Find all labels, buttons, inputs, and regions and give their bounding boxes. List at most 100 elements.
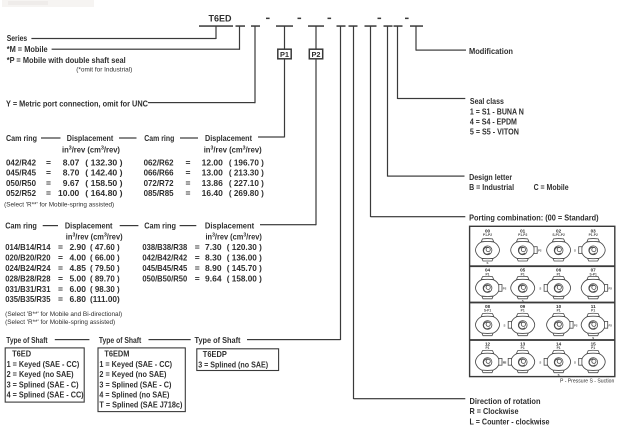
svg-text:S: S: [558, 373, 560, 377]
svg-text:=: =: [46, 188, 51, 198]
svg-text:11: 11: [591, 304, 596, 309]
svg-text:6.00: 6.00: [69, 284, 86, 294]
svg-text:3 = Splined (no SAE): 3 = Splined (no SAE): [198, 360, 268, 370]
svg-text:( 196.70 ): ( 196.70 ): [229, 157, 264, 167]
svg-text:085/R85: 085/R85: [144, 188, 174, 198]
svg-text:S: S: [503, 360, 505, 364]
svg-text:03: 03: [591, 228, 597, 233]
svg-text:(111.00): (111.00): [90, 294, 120, 304]
svg-text:10: 10: [556, 304, 562, 309]
svg-text:4 = Splined (SAE - CC): 4 = Splined (SAE - CC): [7, 390, 84, 400]
svg-text:4.00: 4.00: [69, 253, 86, 263]
svg-text:( 227.10 ): ( 227.10 ): [229, 178, 264, 188]
svg-text:P1: P1: [557, 309, 561, 313]
svg-text:050/B50/R50: 050/B50/R50: [142, 273, 187, 283]
svg-text:8.70: 8.70: [63, 168, 80, 178]
svg-text:Displacement: Displacement: [205, 221, 254, 231]
svg-text:P2: P2: [538, 249, 542, 253]
svg-text:12.00: 12.00: [202, 157, 224, 167]
svg-text:09: 09: [520, 304, 526, 309]
svg-text:038/B38/R38: 038/B38/R38: [142, 242, 187, 252]
svg-text:*P = Mobile with double shaft: *P = Mobile with double shaft seal: [7, 55, 126, 65]
svg-text:S-P1: S-P1: [484, 309, 491, 313]
svg-text:8.07: 8.07: [63, 157, 80, 167]
svg-text:=: =: [195, 253, 200, 263]
svg-text:( 164.80 ): ( 164.80 ): [85, 188, 122, 198]
svg-text:028/B28/R28: 028/B28/R28: [5, 273, 51, 283]
svg-text:(Select 'R**' for Mobile-sprin: (Select 'R**' for Mobile-spring assisted…: [4, 202, 114, 209]
svg-text:2 = Keyed (no SAE): 2 = Keyed (no SAE): [7, 369, 74, 379]
svg-text:00: 00: [485, 228, 491, 233]
svg-text:=: =: [58, 273, 63, 283]
svg-text:02: 02: [556, 228, 562, 233]
svg-text:( 132.30 ): ( 132.30 ): [85, 157, 122, 167]
svg-text:072/R72: 072/R72: [144, 178, 174, 188]
svg-text:P1: P1: [591, 346, 595, 350]
svg-text:P1: P1: [557, 272, 561, 276]
svg-text:P1: P1: [485, 272, 489, 276]
svg-text:9.64: 9.64: [205, 273, 222, 283]
svg-text:050/R50: 050/R50: [6, 178, 36, 188]
svg-text:04: 04: [485, 268, 491, 273]
svg-text:S: S: [503, 323, 505, 327]
svg-text:Design letter: Design letter: [469, 172, 513, 182]
svg-text:Porting combination: (00 = Sta: Porting combination: (00 = Standard): [469, 213, 599, 223]
svg-text:P1-P2: P1-P2: [518, 233, 527, 237]
svg-text:13.86: 13.86: [202, 178, 224, 188]
svg-text:P2: P2: [574, 323, 578, 327]
svg-text:=: =: [186, 157, 191, 167]
svg-text:=: =: [186, 188, 191, 198]
svg-text:Displacement: Displacement: [67, 133, 114, 143]
svg-text:T = Splined (SAE J718c): T = Splined (SAE J718c): [99, 400, 182, 410]
svg-text:10.00: 10.00: [58, 188, 80, 198]
svg-text:T6ED: T6ED: [12, 349, 31, 359]
svg-text:Type of Shaft: Type of Shaft: [195, 335, 241, 345]
svg-text:( 269.80 ): ( 269.80 ): [229, 188, 264, 198]
svg-text:( 136.00 ): ( 136.00 ): [227, 253, 262, 263]
svg-text:020/B20/R20: 020/B20/R20: [5, 253, 51, 263]
svg-text:=: =: [58, 263, 63, 273]
svg-text:2 = Keyed (no SAE): 2 = Keyed (no SAE): [99, 369, 166, 379]
svg-text:5.00: 5.00: [69, 273, 86, 283]
svg-text:S: S: [592, 336, 594, 340]
svg-text:Type of Shaft: Type of Shaft: [99, 335, 142, 345]
svg-text:8.30: 8.30: [205, 253, 222, 263]
svg-text:13: 13: [520, 341, 526, 346]
svg-text:(*omit for Industrial): (*omit for Industrial): [76, 67, 132, 74]
svg-text:=: =: [58, 242, 63, 252]
svg-text:P1: P1: [521, 272, 525, 276]
svg-text:Direction of rotation: Direction of rotation: [470, 396, 541, 406]
svg-text:Seal class: Seal class: [470, 96, 504, 106]
svg-text:5 = S5 - VITON: 5 = S5 - VITON: [470, 127, 519, 137]
svg-text:in3/rev (cm3/rev): in3/rev (cm3/rev): [66, 232, 123, 242]
svg-text:(Select 'B**' for Mobile and B: (Select 'B**' for Mobile and Bi-directio…: [5, 311, 122, 318]
svg-text:P1-P2: P1-P2: [483, 233, 492, 237]
svg-text:Cam ring: Cam ring: [144, 133, 174, 143]
svg-text:P1-P2: P1-P2: [589, 233, 598, 237]
svg-text:01: 01: [520, 228, 526, 233]
svg-text:T6EDM: T6EDM: [104, 349, 129, 359]
svg-text:9.67: 9.67: [63, 178, 80, 188]
svg-text:07: 07: [591, 268, 597, 273]
svg-text:3 = Splined (SAE - C): 3 = Splined (SAE - C): [99, 379, 171, 389]
svg-text:=: =: [195, 242, 200, 252]
svg-text:16.40: 16.40: [202, 188, 224, 198]
svg-text:P1: P1: [557, 346, 561, 350]
svg-text:Cam ring: Cam ring: [6, 133, 37, 143]
svg-text:=: =: [46, 157, 51, 167]
svg-text:T6ED: T6ED: [209, 13, 232, 23]
svg-text:S-P1: S-P1: [590, 272, 597, 276]
svg-text:in3/rev (cm3/rev): in3/rev (cm3/rev): [204, 144, 262, 154]
svg-text:=: =: [195, 263, 200, 273]
svg-text:06: 06: [556, 268, 562, 273]
svg-text:P2: P2: [609, 286, 613, 290]
svg-text:=: =: [58, 294, 63, 304]
svg-text:042/B42/R42: 042/B42/R42: [142, 253, 187, 263]
svg-text:15: 15: [591, 341, 597, 346]
svg-text:014/B14/R14: 014/B14/R14: [5, 242, 51, 252]
svg-text:031/B31/R31: 031/B31/R31: [5, 284, 51, 294]
svg-text:Cam ring: Cam ring: [144, 221, 176, 231]
svg-text:7.30: 7.30: [205, 242, 222, 252]
svg-text:Displacement: Displacement: [65, 221, 113, 231]
svg-text:=: =: [186, 168, 191, 178]
